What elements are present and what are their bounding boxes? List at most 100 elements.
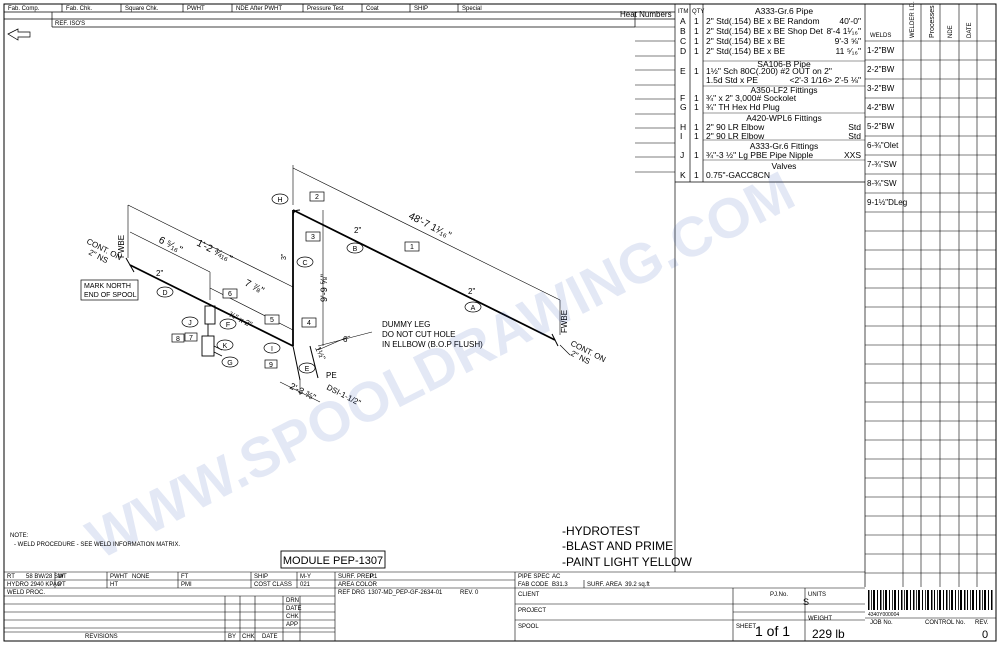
tb-units: UNITS — [808, 592, 826, 598]
bom-qty: 1 — [694, 66, 699, 76]
tb-mt: MT — [58, 574, 67, 580]
ref-isos-label: REF. ISO'S — [55, 21, 85, 27]
tb-weight-val: 229 lb — [812, 627, 845, 641]
bom-itm: J — [680, 150, 684, 160]
instruction-hydrotest: -HYDROTEST — [562, 524, 641, 538]
bom-desc: ¾" TH Hex Hd Plug — [706, 102, 780, 112]
fwbe-right: FWBE — [560, 310, 569, 333]
bom-desc: ¾"-3 ½" Lg PBE Pipe Nipple — [706, 150, 813, 160]
header-pressure-test: Pressure Test — [307, 6, 344, 12]
note-label: NOTE: — [10, 533, 29, 539]
dim-1-2: 1'-2 ¾₁₆" — [195, 238, 235, 265]
bom-qty: 1 — [694, 170, 699, 180]
dim-48-7: 48'-7 1¹⁄₁₆" — [407, 211, 454, 242]
callout-letter: E — [305, 366, 310, 373]
mark-north-box — [80, 279, 139, 301]
tb-fab-code: FAB CODE — [518, 582, 548, 588]
weld-item: 5-2"BW — [867, 122, 895, 131]
bom-len: 40'-0" — [839, 16, 861, 26]
weld-item: 7-¾"SW — [867, 160, 897, 169]
instruction-blast-prime: -BLAST AND PRIME — [562, 539, 673, 553]
tb-pipe-spec-val: AC — [552, 574, 561, 580]
callout-letter: F — [226, 322, 230, 329]
weld-item: 4-2"BW — [867, 103, 895, 112]
callout-letter: A — [471, 305, 476, 312]
header-special: Special — [462, 6, 482, 12]
bom-itm: A — [680, 16, 686, 26]
tb-by: BY — [228, 634, 236, 640]
tb-weight: WEIGHT — [808, 616, 832, 622]
bom-itm: G — [680, 102, 687, 112]
tb-pmi: PMI — [181, 582, 192, 588]
dim-9-9: 9'-9 ⅝" — [319, 274, 329, 302]
dim-6-5-16: 6 ⁵⁄₁₆" — [157, 235, 185, 256]
bom-qty: 1 — [694, 36, 699, 46]
tb-fab-code-val: B31.3 — [552, 582, 568, 588]
processes-header: Processes — [929, 5, 936, 38]
module-label: MODULE PEP-1307 — [283, 555, 383, 567]
welds-header: WELDS — [870, 33, 891, 39]
bom-qty: 1 — [694, 102, 699, 112]
item-callouts — [156, 193, 482, 374]
callout-letter: D — [162, 290, 167, 297]
tb-rev-val: 0 — [475, 590, 479, 596]
bom-header-itm: ITM — [678, 9, 688, 15]
pipe-segment-b — [292, 209, 556, 341]
bom-len: XXS — [844, 150, 861, 160]
watermark: WWW.SPOOLDRAWING.COM — [77, 159, 804, 571]
nde-header: NDE — [948, 25, 954, 38]
tb-weld-proc: WELD PROC. — [7, 590, 45, 596]
dim-7-7-8: 7 ⅞" — [243, 278, 266, 297]
bom-qty: 1 — [694, 26, 699, 36]
bom-qty: 1 — [694, 93, 699, 103]
tb-pwht-val: NONE — [132, 574, 149, 580]
weld-item: 9-1½"DLeg — [867, 198, 907, 207]
mark-north-line1: MARK NORTH — [84, 283, 131, 290]
bom-desc: ¾" x 2" 3,000# Sockolet — [706, 93, 797, 103]
tb-surf-area: SURF. AREA — [587, 582, 622, 588]
tb-rev-num: 0 — [982, 629, 988, 641]
bom-itm: I — [680, 131, 682, 141]
weld-markers — [171, 191, 420, 369]
tb-drn: DRN — [286, 598, 299, 604]
bom-itm: C — [680, 36, 686, 46]
bom-len: Std — [848, 131, 861, 141]
tb-rev: REV. — [975, 620, 989, 626]
bom-desc: 2" 90 LR Elbow — [706, 131, 765, 141]
tb-surf-prep: SURF. PREP. — [338, 574, 375, 580]
weld-number: 6 — [228, 291, 232, 298]
dummy-leg-line1: DUMMY LEG — [382, 320, 430, 329]
weld-number: 2 — [315, 194, 319, 201]
bom-qty: 1 — [694, 46, 699, 56]
header-coat: Coat — [366, 6, 379, 12]
tb-app: APP — [286, 622, 298, 628]
weld-number: 3 — [311, 234, 315, 241]
callout-letter: K — [223, 343, 228, 350]
header-bar — [4, 4, 675, 28]
tb-cost-class: COST CLASS — [254, 582, 292, 588]
bom-section-title: A420-WPL6 Fittings — [746, 113, 822, 123]
header-square-chk: Square Chk. — [125, 6, 159, 12]
weld-item: 1-2"BW — [867, 46, 895, 55]
bom-desc: 1½" Sch 80C(.200) #2 OUT on 2" — [706, 66, 832, 76]
tb-chk2: CHK — [242, 634, 255, 640]
bom-table-frame — [674, 4, 866, 587]
bom-len: 9'-3 ⅝" — [835, 36, 861, 46]
tb-cost-class-val: 021 — [300, 582, 311, 588]
pipe-segment-d — [129, 264, 294, 347]
barcode — [868, 590, 993, 610]
welder-id-header: WELDER I.D. — [910, 1, 916, 38]
tb-ft: FT — [181, 574, 189, 580]
heat-number-lines — [635, 26, 675, 173]
tb-chk: CHK — [286, 614, 299, 620]
tb-hydro: HYDRO 2940 KPAG — [7, 582, 62, 588]
barcode-text: 4340Y000004 — [868, 612, 899, 618]
weld-item: 6-¾"Olet — [867, 141, 899, 150]
isometric-piping — [125, 165, 571, 403]
bom-itm: K — [680, 170, 686, 180]
weld-number: 8 — [176, 336, 180, 343]
tb-surf-prep-val: P1 — [370, 574, 378, 580]
header-fab-chk: Fab. Chk. — [66, 6, 92, 12]
weld-number: 4 — [307, 320, 311, 327]
